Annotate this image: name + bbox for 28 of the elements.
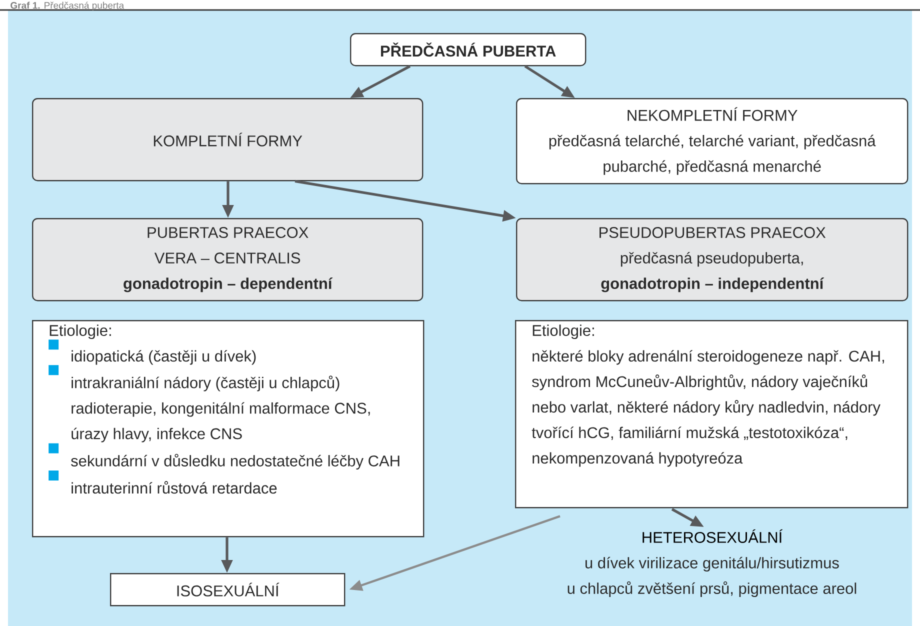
box-text: některé bloky adrenální steroidogeneze např. CAH, syndrom McCuneův-Albrightův, nádory vaječníků nebo varlat, některé nádory kůry nadledvin, nádory tvořící hCG, familiární mužská „testotoxikóza“, nekompenzovaná hypotyreóza [532,350,884,467]
box-text: gonadotropin – dependentní [124,278,333,292]
category-box [516,218,908,302]
root-box [350,33,586,66]
box-text: HETEROSEXUÁLNÍ [642,529,783,543]
figure-caption: Graf 1. Předčasná puberta [10,2,124,11]
category-box [32,98,424,182]
box-text: Etiologie: [50,324,111,340]
category-box [32,218,424,302]
etiology-box [515,320,908,508]
box-text: PUBERTAS PRAECOX VERA – CENTRALIS [148,227,308,264]
category-box [516,98,908,184]
box-text: u chlapců zvětšení prsů, pigmentace areol [568,581,856,598]
list-item: intrauterinní růstová retardace [48,470,277,494]
box-text: gonadotropin – independentní [601,278,824,292]
list-item: idiopatická (častěji u dívek) [48,340,256,365]
box-text: NEKOMPLETNÍ FORMY [628,107,798,121]
box-text: ISOSEXUÁLNÍ [177,582,280,596]
box-text: PSEUDOPUBERTAS PRAECOX [600,227,826,238]
box-text: KOMPLETNÍ FORMY [154,132,302,146]
box-text: předčasná telarché, telarché variant, předčasná pubarché, předčasná menarché [549,134,876,175]
list-item: sekundární v důsledku nedostatečné léčby CAH [48,443,400,470]
box-text: PŘEDČASNÁ PUBERTA [381,42,556,57]
box-text: předčasná pseudopuberta, [620,252,803,267]
etiology-box [32,320,424,538]
box-text: Etiologie: [532,324,594,340]
result-box [110,573,346,606]
box-text: u dívek virilizace genitálu/hirsutizmus [586,556,839,572]
